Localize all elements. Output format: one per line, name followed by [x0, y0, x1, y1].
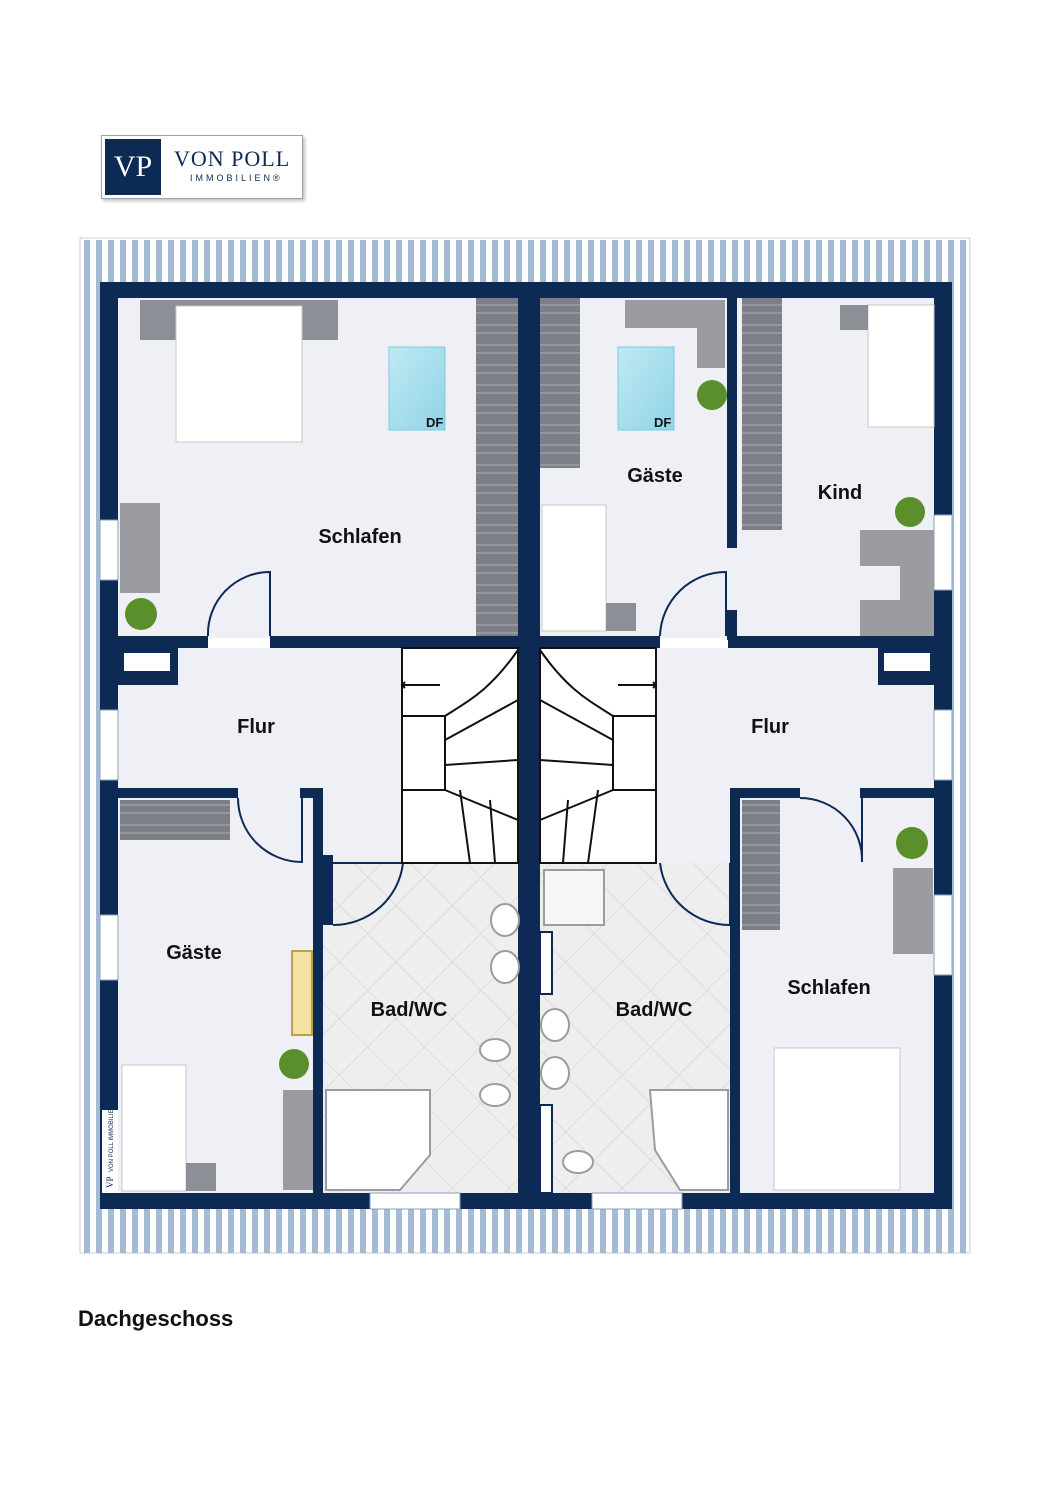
wardrobes [120, 298, 782, 930]
bath-fixtures [291, 869, 729, 1194]
skylights: DF DF [388, 346, 675, 431]
logo-name: VON POLL [174, 146, 291, 171]
room-label-schlafen-left: Schlafen [318, 526, 401, 548]
room-label-bad-right: Bad/WC [616, 999, 693, 1021]
room-labels: Schlafen Gäste Kind Flur Flur Gäste Bad/… [166, 465, 870, 1021]
watermark-initials: VP [105, 1176, 115, 1188]
logo-mark: VP [105, 139, 161, 195]
skylight-label-left: DF [426, 415, 443, 430]
floor-title: Dachgeschoss [78, 1306, 234, 1331]
room-label-gaeste-top: Gäste [627, 465, 683, 487]
doors [206, 570, 864, 927]
room-label-bad-left: Bad/WC [371, 999, 448, 1021]
room-label-flur-right: Flur [751, 716, 789, 738]
room-label-kind: Kind [818, 482, 862, 504]
room-label-flur-left: Flur [237, 716, 275, 738]
skylight-label-right: DF [654, 415, 671, 430]
beds [121, 300, 935, 1192]
windows [99, 514, 953, 1210]
logo-subtitle: IMMOBILIEN® [190, 173, 283, 183]
room-label-gaeste-bottom: Gäste [166, 942, 222, 964]
desks [120, 300, 934, 1190]
staircases [400, 647, 658, 864]
watermark-logo: VP VON POLL IMMOBILIEN [102, 1105, 118, 1193]
plants [125, 380, 928, 1079]
room-label-schlafen-right: Schlafen [787, 977, 870, 999]
watermark-text: VON POLL IMMOBILIEN [109, 1105, 115, 1172]
company-logo: VP VON POLL IMMOBILIEN® [101, 135, 303, 199]
